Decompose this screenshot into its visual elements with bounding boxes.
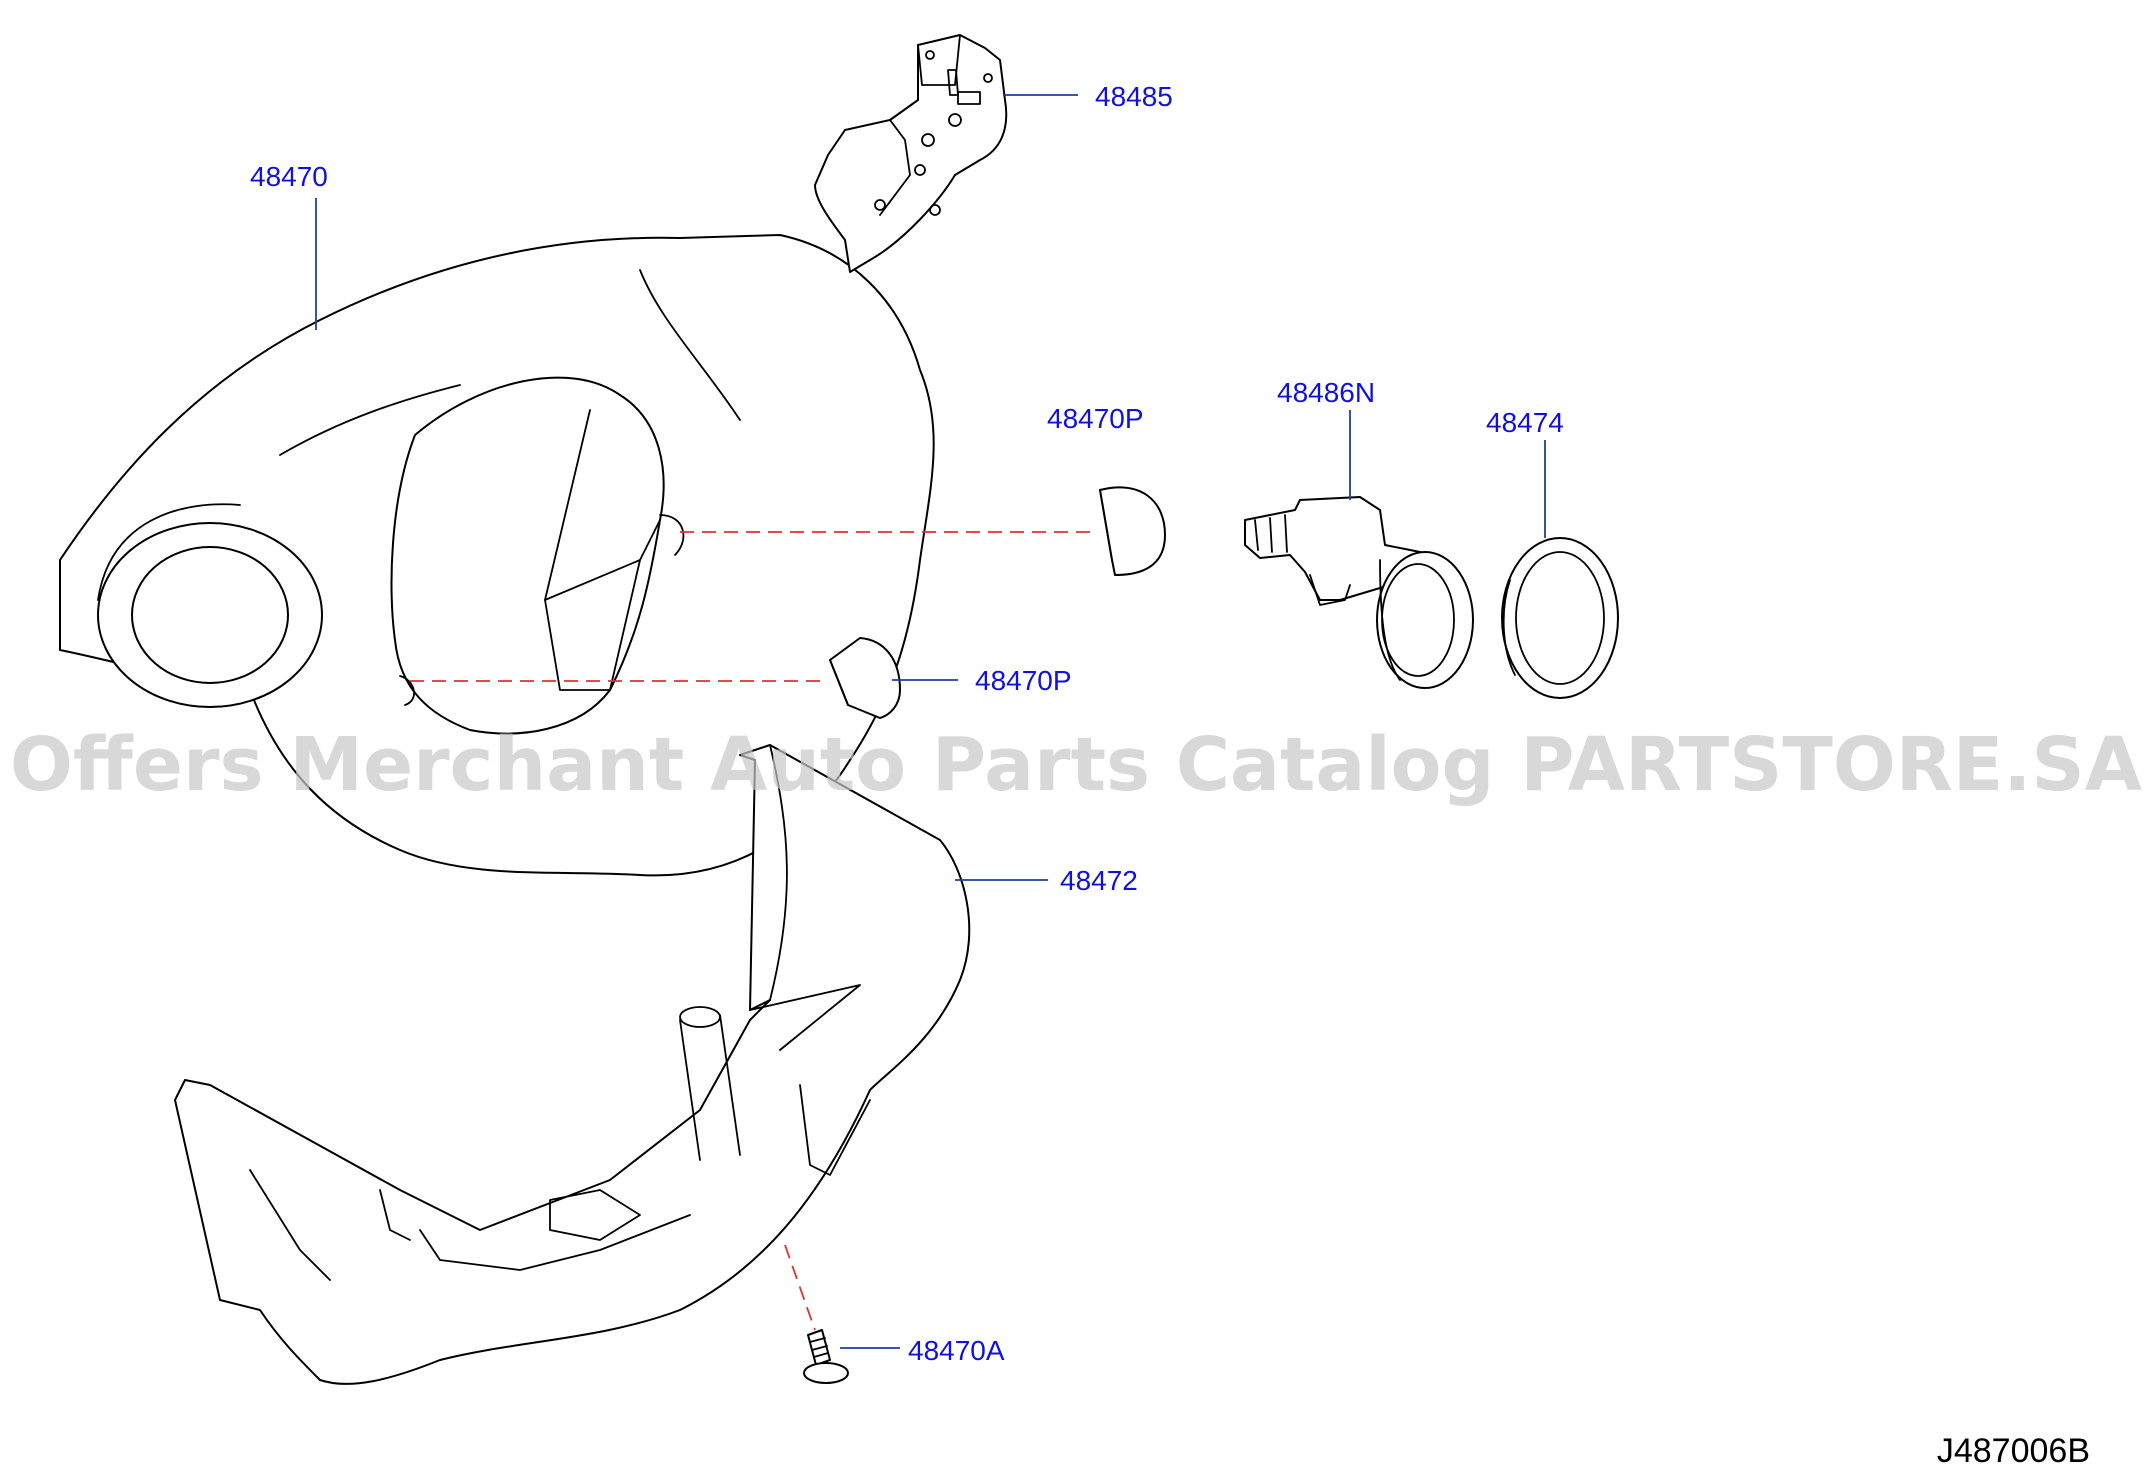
grommet-48470p-bottom[interactable] (829, 637, 901, 719)
callout-48470p-top: 48470P (1047, 403, 1144, 434)
callout-48472: 48472 (1060, 865, 1138, 896)
grommet-48470p-top[interactable] (1099, 486, 1166, 576)
upper-column-cover-48470[interactable] (59, 234, 935, 877)
callout-48470a: 48470A (908, 1335, 1005, 1366)
screw-48470a[interactable] (803, 1329, 849, 1384)
switch-48486n[interactable] (1244, 496, 1474, 689)
alignment-line-screw (784, 1244, 816, 1331)
callout-48470p-bottom: 48470P (975, 665, 1072, 696)
bracket-48485[interactable] (814, 34, 1008, 273)
callout-48470: 48470 (250, 161, 328, 192)
watermark: Offers Merchant Auto Parts Catalog PARTS… (10, 722, 2142, 808)
callout-48485: 48485 (1095, 81, 1173, 112)
diagram-code: J487006B (1937, 1432, 2090, 1470)
lower-column-cover-48472[interactable] (174, 744, 971, 1385)
callout-48486n: 48486N (1277, 377, 1375, 408)
ring-48474[interactable] (1501, 537, 1619, 699)
callout-48474: 48474 (1486, 407, 1564, 438)
